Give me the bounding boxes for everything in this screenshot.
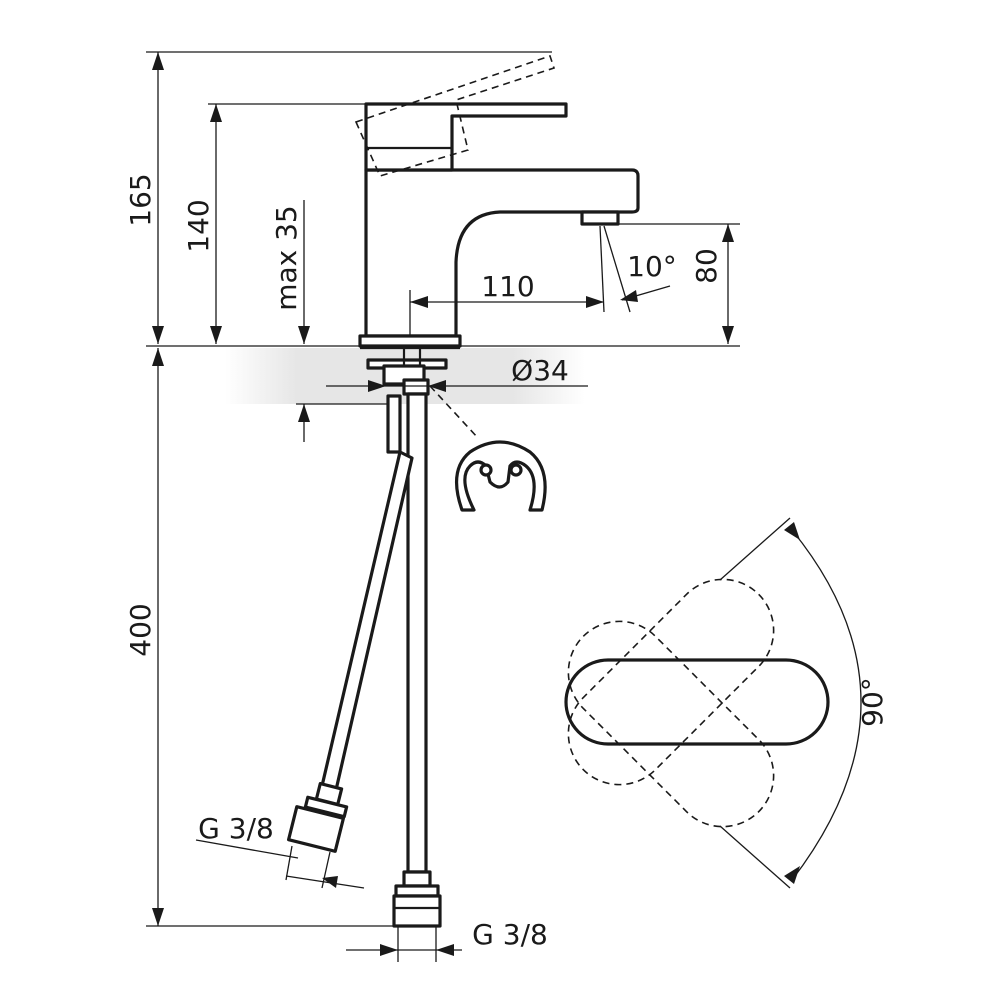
hose-angled — [287, 450, 414, 853]
mounting-assembly — [360, 346, 460, 454]
dim-line-110 — [409, 225, 631, 336]
dim-line-165 — [146, 51, 552, 344]
faucet-body — [358, 102, 640, 348]
label-140: 140 — [182, 199, 215, 252]
label-10-degrees: 10° — [627, 250, 677, 283]
label-thread-left: G 3/8 — [198, 812, 274, 845]
rotation-arc — [719, 517, 862, 889]
dim-line-400 — [146, 348, 396, 927]
lever-top-view — [564, 578, 830, 828]
label-diameter-34: Ø34 — [511, 354, 569, 387]
dim-line-140 — [208, 103, 366, 344]
label-80: 80 — [690, 248, 723, 284]
label-thread-bottom: G 3/8 — [472, 918, 548, 951]
label-400: 400 — [124, 603, 157, 656]
lever-raised-outline — [354, 54, 556, 177]
dim-line-thread-left — [195, 839, 365, 889]
mounting-clip — [455, 440, 547, 512]
dim-line-80 — [616, 223, 740, 344]
dim-line-max35 — [296, 200, 388, 442]
dim-angle-10 — [620, 285, 671, 302]
hose-vertical — [392, 392, 442, 928]
label-max35: max 35 — [270, 205, 303, 311]
dim-line-thread-bottom — [346, 926, 462, 962]
label-165: 165 — [124, 173, 157, 226]
dim-line-diameter — [326, 380, 588, 392]
label-110: 110 — [481, 270, 534, 303]
label-90-degrees: 90° — [856, 677, 889, 727]
